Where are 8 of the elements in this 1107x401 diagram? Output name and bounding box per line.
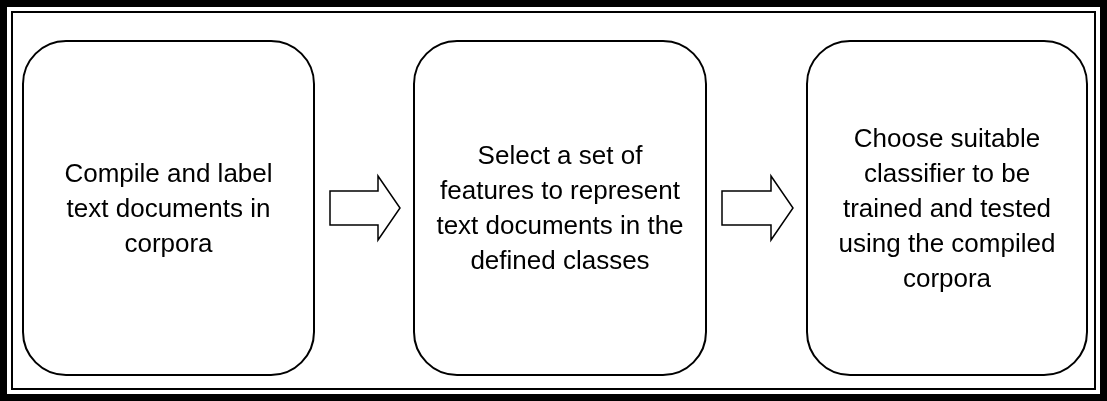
block-arrow — [721, 173, 794, 243]
rounded-box — [413, 40, 707, 376]
step-text: Choose suitable classifier to be trained and tested using the compiled corpora — [837, 121, 1057, 295]
rounded-box — [806, 40, 1088, 376]
block-arrow — [329, 173, 401, 243]
step-text: Compile and label text documents in corpora — [63, 156, 274, 260]
rounded-box — [22, 40, 315, 376]
step-text: Select a set of features to represent text documents in the defined classes — [435, 139, 685, 277]
